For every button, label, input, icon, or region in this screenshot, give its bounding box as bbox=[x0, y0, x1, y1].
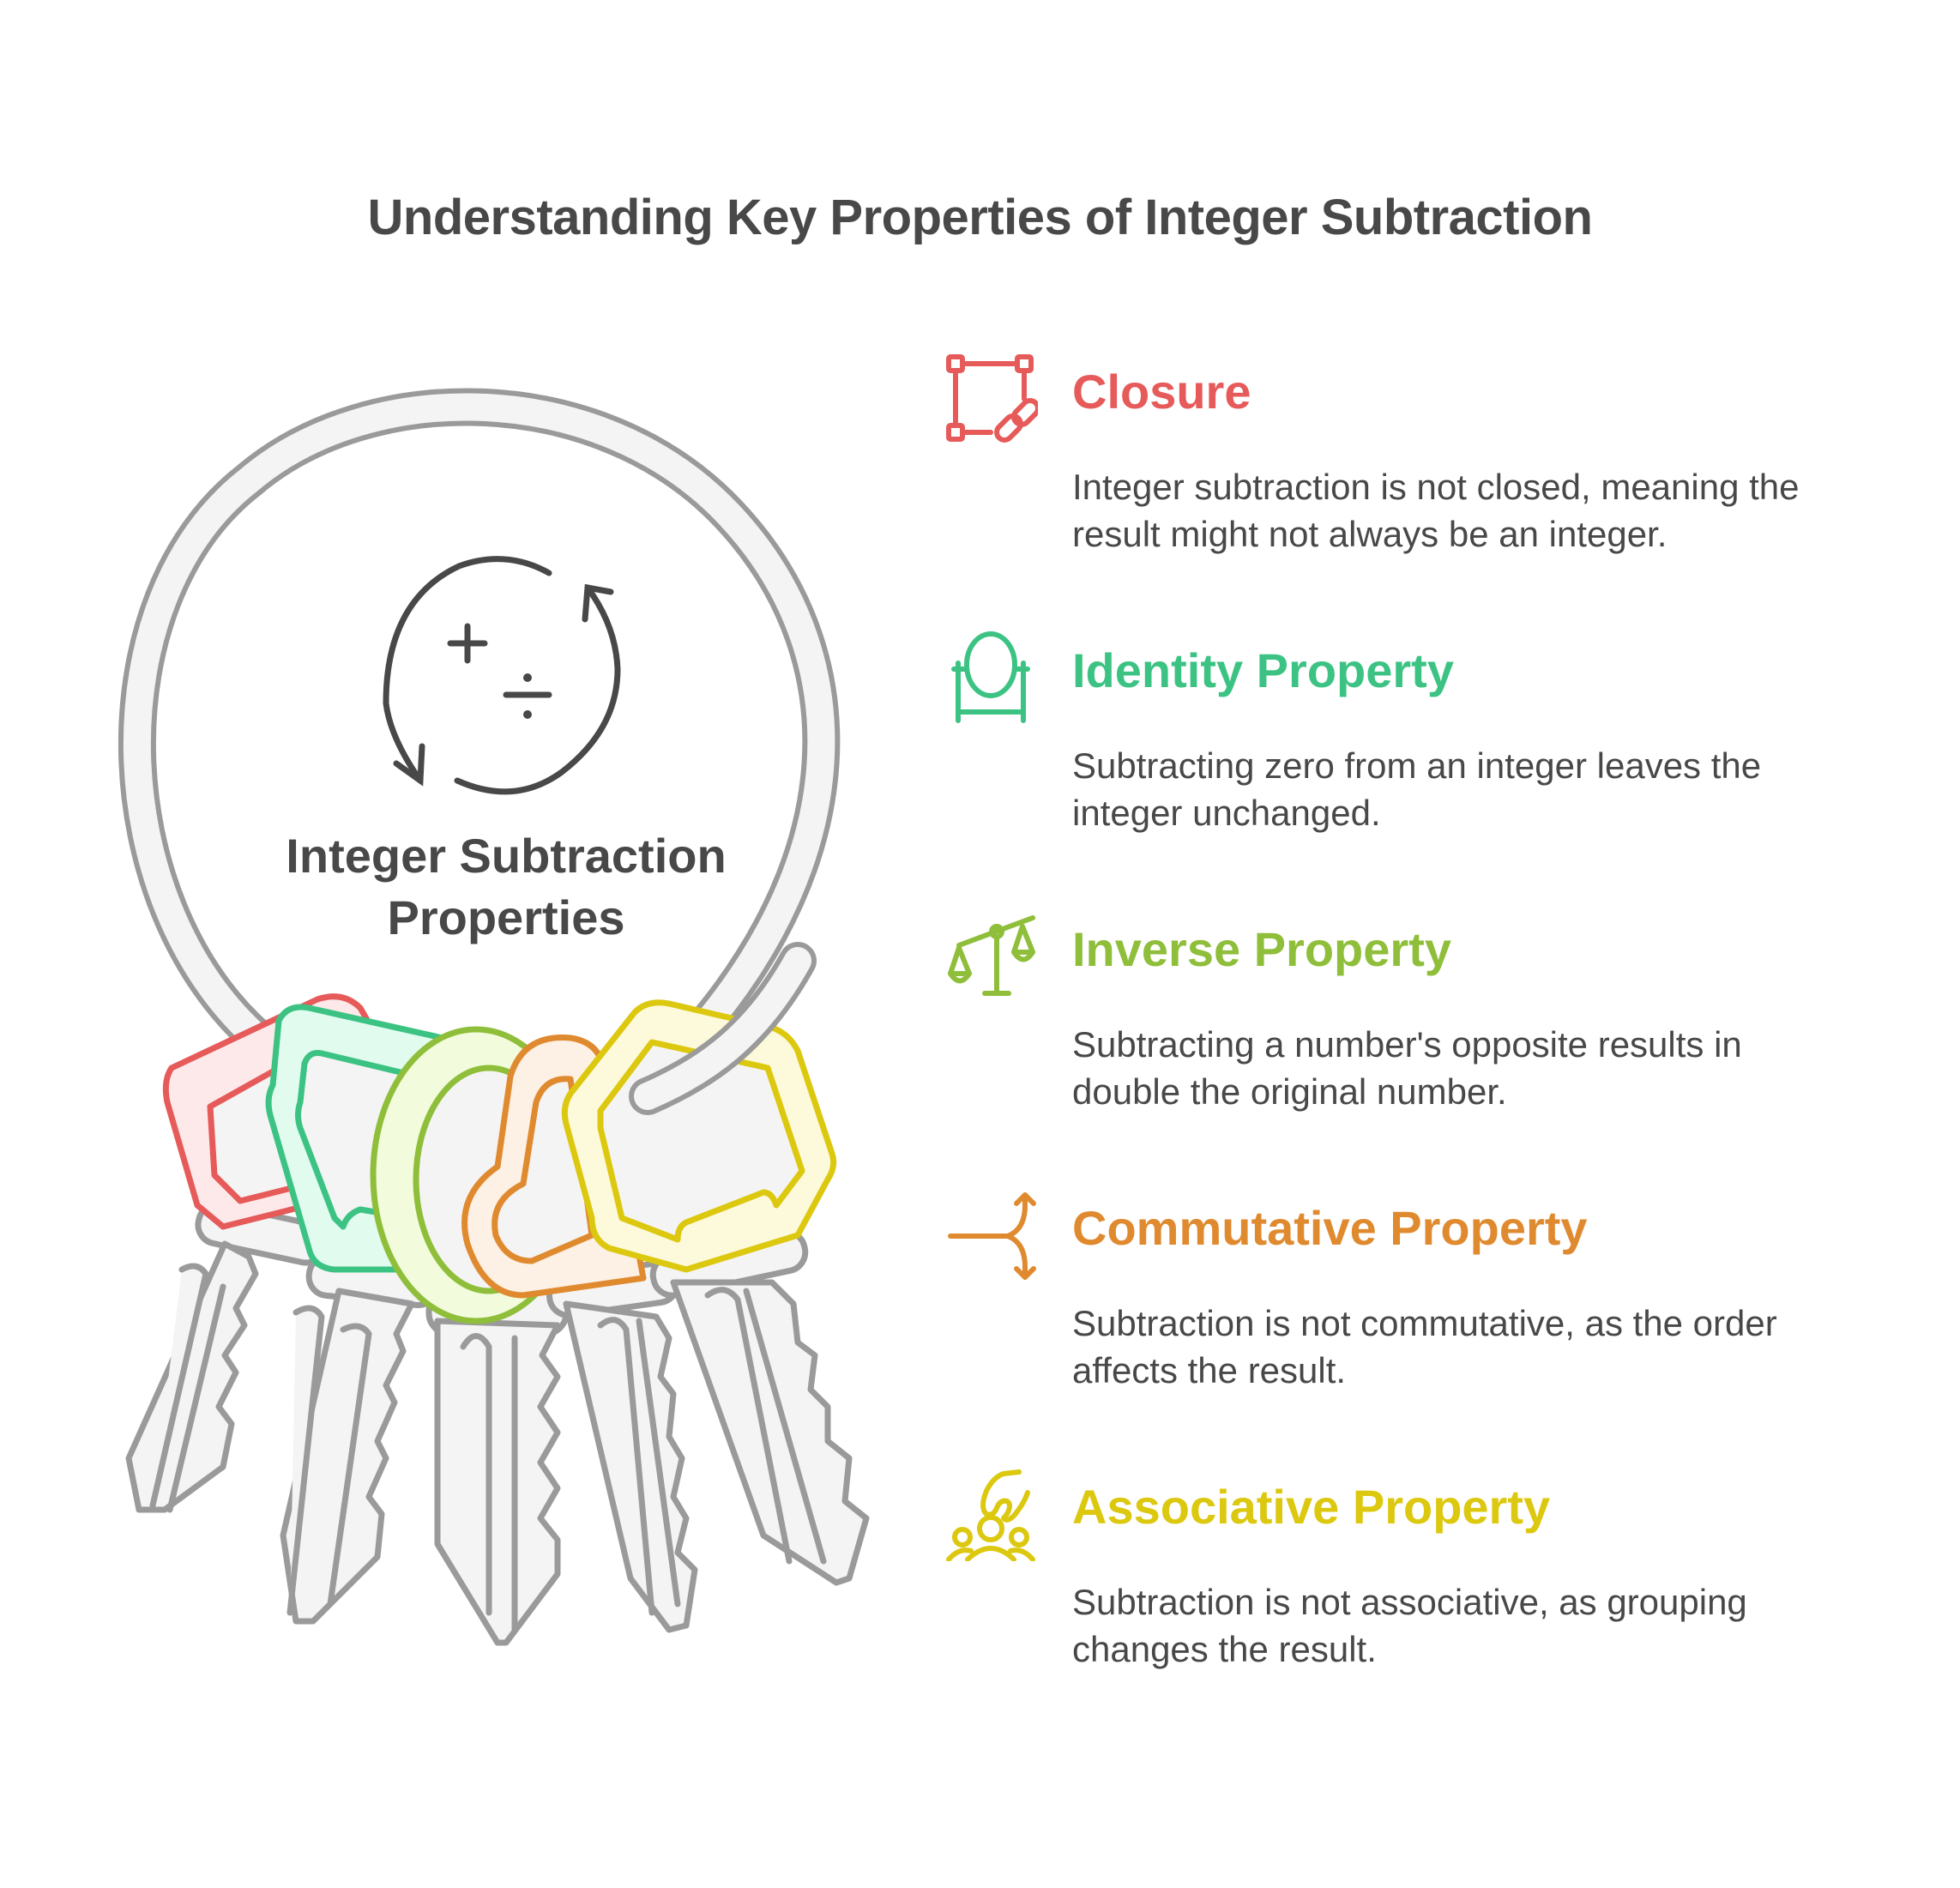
center-label: Integer Subtraction Properties bbox=[240, 825, 772, 949]
property-description: Subtracting zero from an integer leaves … bbox=[1072, 745, 1762, 833]
center-label-line1: Integer Subtraction bbox=[286, 829, 727, 883]
split-arrows-icon bbox=[944, 1188, 1038, 1282]
key-4-icon bbox=[546, 1260, 698, 1633]
property-description: Subtracting a number's opposite results … bbox=[1072, 1024, 1742, 1112]
property-description: Integer subtraction is not closed, meani… bbox=[1072, 467, 1800, 554]
property-title: Identity Property bbox=[1072, 643, 1454, 697]
center-label-line2: Properties bbox=[387, 890, 625, 944]
hand-over-group-icon bbox=[944, 1467, 1038, 1562]
property-description: Subtraction is not associative, as group… bbox=[1072, 1582, 1747, 1669]
keyring-graphic bbox=[118, 388, 870, 1646]
keyring-illustration bbox=[0, 0, 944, 1884]
balance-scale-icon bbox=[944, 909, 1038, 1004]
mirror-icon bbox=[944, 630, 1038, 725]
bounding-box-link-icon bbox=[944, 352, 1040, 446]
property-title: Commutative Property bbox=[1072, 1201, 1588, 1255]
key-3-icon bbox=[425, 1288, 570, 1646]
property-title: Closure bbox=[1072, 365, 1251, 419]
property-title: Associative Property bbox=[1072, 1480, 1551, 1534]
property-description: Subtraction is not commutative, as the o… bbox=[1072, 1303, 1777, 1390]
property-title: Inverse Property bbox=[1072, 922, 1451, 976]
key-2-icon bbox=[280, 1252, 441, 1625]
key-1-icon bbox=[125, 1201, 329, 1513]
math-operations-cycle-icon bbox=[383, 556, 621, 795]
page-title: Understanding Key Properties of Integer … bbox=[367, 190, 1593, 245]
yellow-tag bbox=[561, 999, 837, 1273]
